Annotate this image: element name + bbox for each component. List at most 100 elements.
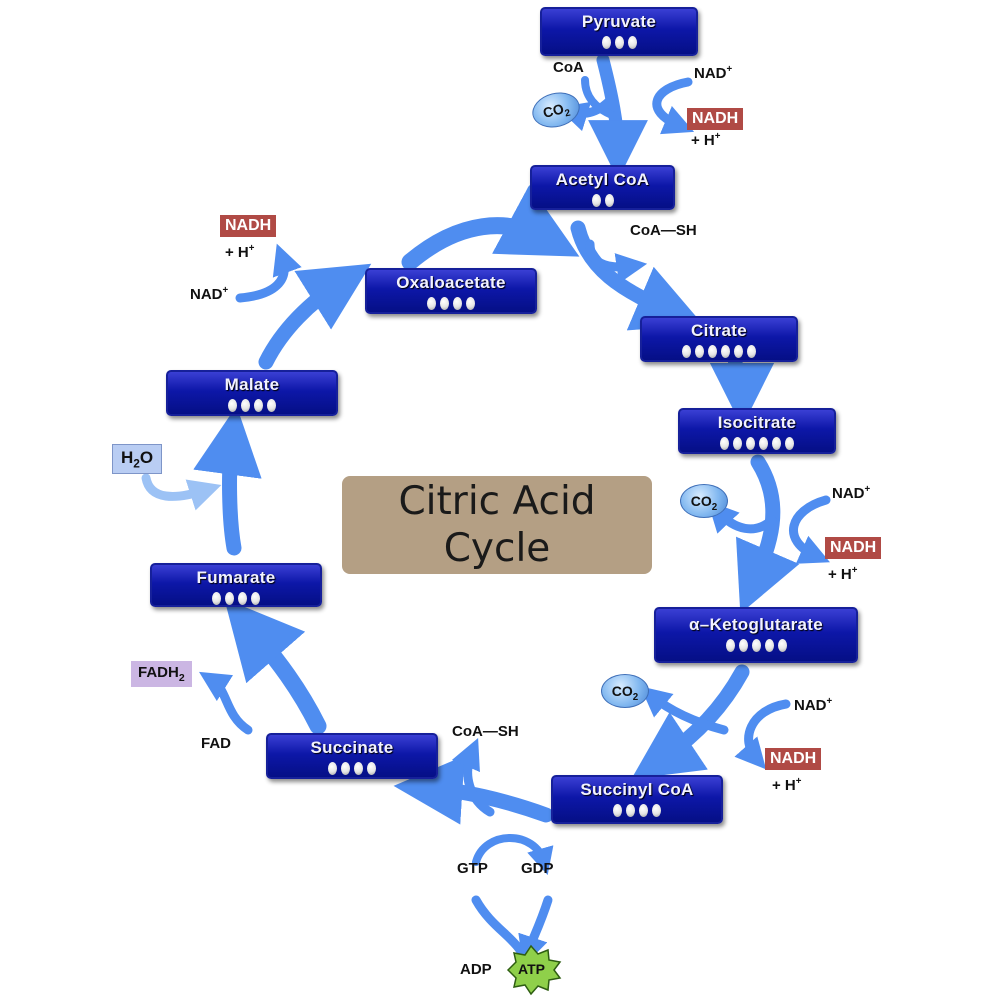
- carbon-atom: [614, 36, 624, 49]
- carbon-dots: [542, 36, 696, 50]
- node-isocitrate: Isocitrate: [678, 408, 836, 454]
- carbon-dots: [268, 762, 436, 776]
- node-malate: Malate: [166, 370, 338, 416]
- carbon-atom: [328, 762, 337, 775]
- carbon-dots: [680, 437, 834, 451]
- carbon-atom: [228, 399, 237, 412]
- arrow-co2-out-3: [640, 686, 729, 735]
- h-plus-3: + H+: [772, 776, 802, 794]
- carbon-atom: [725, 639, 735, 652]
- nadh-badge-3: NADH: [765, 748, 822, 770]
- nad-label-2: NAD+: [832, 484, 871, 502]
- carbon-atom: [785, 437, 794, 450]
- carbon-atom: [720, 437, 729, 450]
- gdp-label: GDP: [521, 860, 554, 877]
- carbon-atom: [591, 194, 601, 207]
- carbon-atom: [238, 592, 247, 605]
- carbon-dots: [656, 639, 856, 653]
- carbon-atom: [440, 297, 449, 310]
- arrow-pyruvate-acetylcoa: [588, 53, 648, 180]
- co2-bubble-2: CO2: [680, 484, 728, 518]
- carbon-dots: [152, 592, 320, 606]
- nadh-badge-2: NADH: [825, 537, 882, 559]
- node-ketoglutarate: α–Ketoglutarate: [654, 607, 858, 663]
- nadh-badge-1: NADH: [687, 108, 744, 130]
- carbon-atom: [777, 639, 787, 652]
- title-line-1: Citric Acid: [398, 479, 596, 524]
- carbon-dots: [553, 804, 721, 818]
- arrow-nad-nadh-3: [734, 699, 791, 770]
- arrow-fumarate-malate: [193, 405, 262, 556]
- carbon-atom: [746, 437, 755, 450]
- fad-label: FAD: [201, 735, 231, 752]
- carbon-atom: [721, 345, 730, 358]
- carbon-atom: [427, 297, 436, 310]
- atp-starburst: [506, 944, 562, 996]
- arrow-adp-atp: [471, 895, 525, 955]
- node-fumarate: Fumarate: [150, 563, 322, 607]
- node-ketoglutarate-label: α–Ketoglutarate: [689, 615, 823, 634]
- carbon-atom: [738, 639, 748, 652]
- carbon-atom: [627, 36, 637, 49]
- carbon-dots: [168, 399, 336, 413]
- carbon-atom: [453, 297, 462, 310]
- node-pyruvate-label: Pyruvate: [581, 12, 657, 31]
- coash-label-1: CoA—SH: [630, 222, 697, 239]
- carbon-atom: [604, 194, 614, 207]
- diagram-title: Citric Acid Cycle: [342, 476, 652, 574]
- carbon-atom: [772, 437, 781, 450]
- arrow-coa-in: [581, 76, 616, 119]
- gtp-label: GTP: [457, 860, 488, 877]
- arrow-ketoglutarate-succinylcoa: [631, 664, 750, 780]
- co2-bubble-3: CO2: [601, 674, 649, 708]
- node-pyruvate: Pyruvate: [540, 7, 698, 56]
- carbon-atom: [695, 345, 704, 358]
- arrow-coash-out-1: [585, 239, 648, 284]
- carbon-dots: [642, 345, 796, 359]
- carbon-atom: [466, 297, 475, 310]
- arrow-oxaloacetate-acetylcoa: [401, 185, 580, 271]
- carbon-atom: [626, 804, 635, 817]
- carbon-atom: [751, 639, 761, 652]
- node-succinate: Succinate: [266, 733, 438, 779]
- arrow-malate-oxaloacetate: [258, 263, 372, 370]
- carbon-atom: [241, 399, 250, 412]
- carbon-dots: [532, 194, 673, 208]
- carbon-atom: [747, 345, 756, 358]
- carbon-atom: [708, 345, 717, 358]
- node-citrate: Citrate: [640, 316, 798, 362]
- h-plus-2: + H+: [828, 565, 858, 583]
- node-succinate-label: Succinate: [310, 738, 394, 757]
- arrow-nad-nadh-1: [652, 77, 695, 135]
- node-acetylcoa-label: Acetyl CoA: [555, 170, 650, 189]
- arrow-acetylcoa-citrate: [570, 220, 704, 331]
- h2o-badge: H2O: [112, 444, 163, 475]
- node-oxaloacetate: Oxaloacetate: [365, 268, 537, 314]
- nadh-badge-4: NADH: [220, 215, 277, 237]
- node-malate-label: Malate: [224, 375, 280, 394]
- nad-label-4: NAD+: [190, 285, 229, 303]
- h-plus-4: + H+: [225, 243, 255, 261]
- carbon-dots: [367, 297, 535, 311]
- carbon-atom: [267, 399, 276, 412]
- arrow-gtp-gdp: [472, 834, 554, 876]
- carbon-atom: [639, 804, 648, 817]
- carbon-atom: [733, 437, 742, 450]
- arrow-gdp-atp: [518, 895, 553, 967]
- carbon-atom: [251, 592, 260, 605]
- arrow-citrate-isocitrate: [709, 355, 775, 428]
- carbon-atom: [254, 399, 263, 412]
- carbon-atom: [225, 592, 234, 605]
- arrow-succinylcoa-succinate: [393, 755, 554, 825]
- atp-label: ATP: [518, 961, 545, 977]
- h-plus-1: + H+: [691, 131, 721, 149]
- arrow-h2o-in: [141, 473, 222, 511]
- carbon-atom: [682, 345, 691, 358]
- coa-label: CoA: [553, 59, 584, 76]
- carbon-atom: [764, 639, 774, 652]
- node-citrate-label: Citrate: [691, 321, 747, 340]
- arrow-co2-out-2: [707, 500, 777, 534]
- adp-label: ADP: [460, 961, 492, 978]
